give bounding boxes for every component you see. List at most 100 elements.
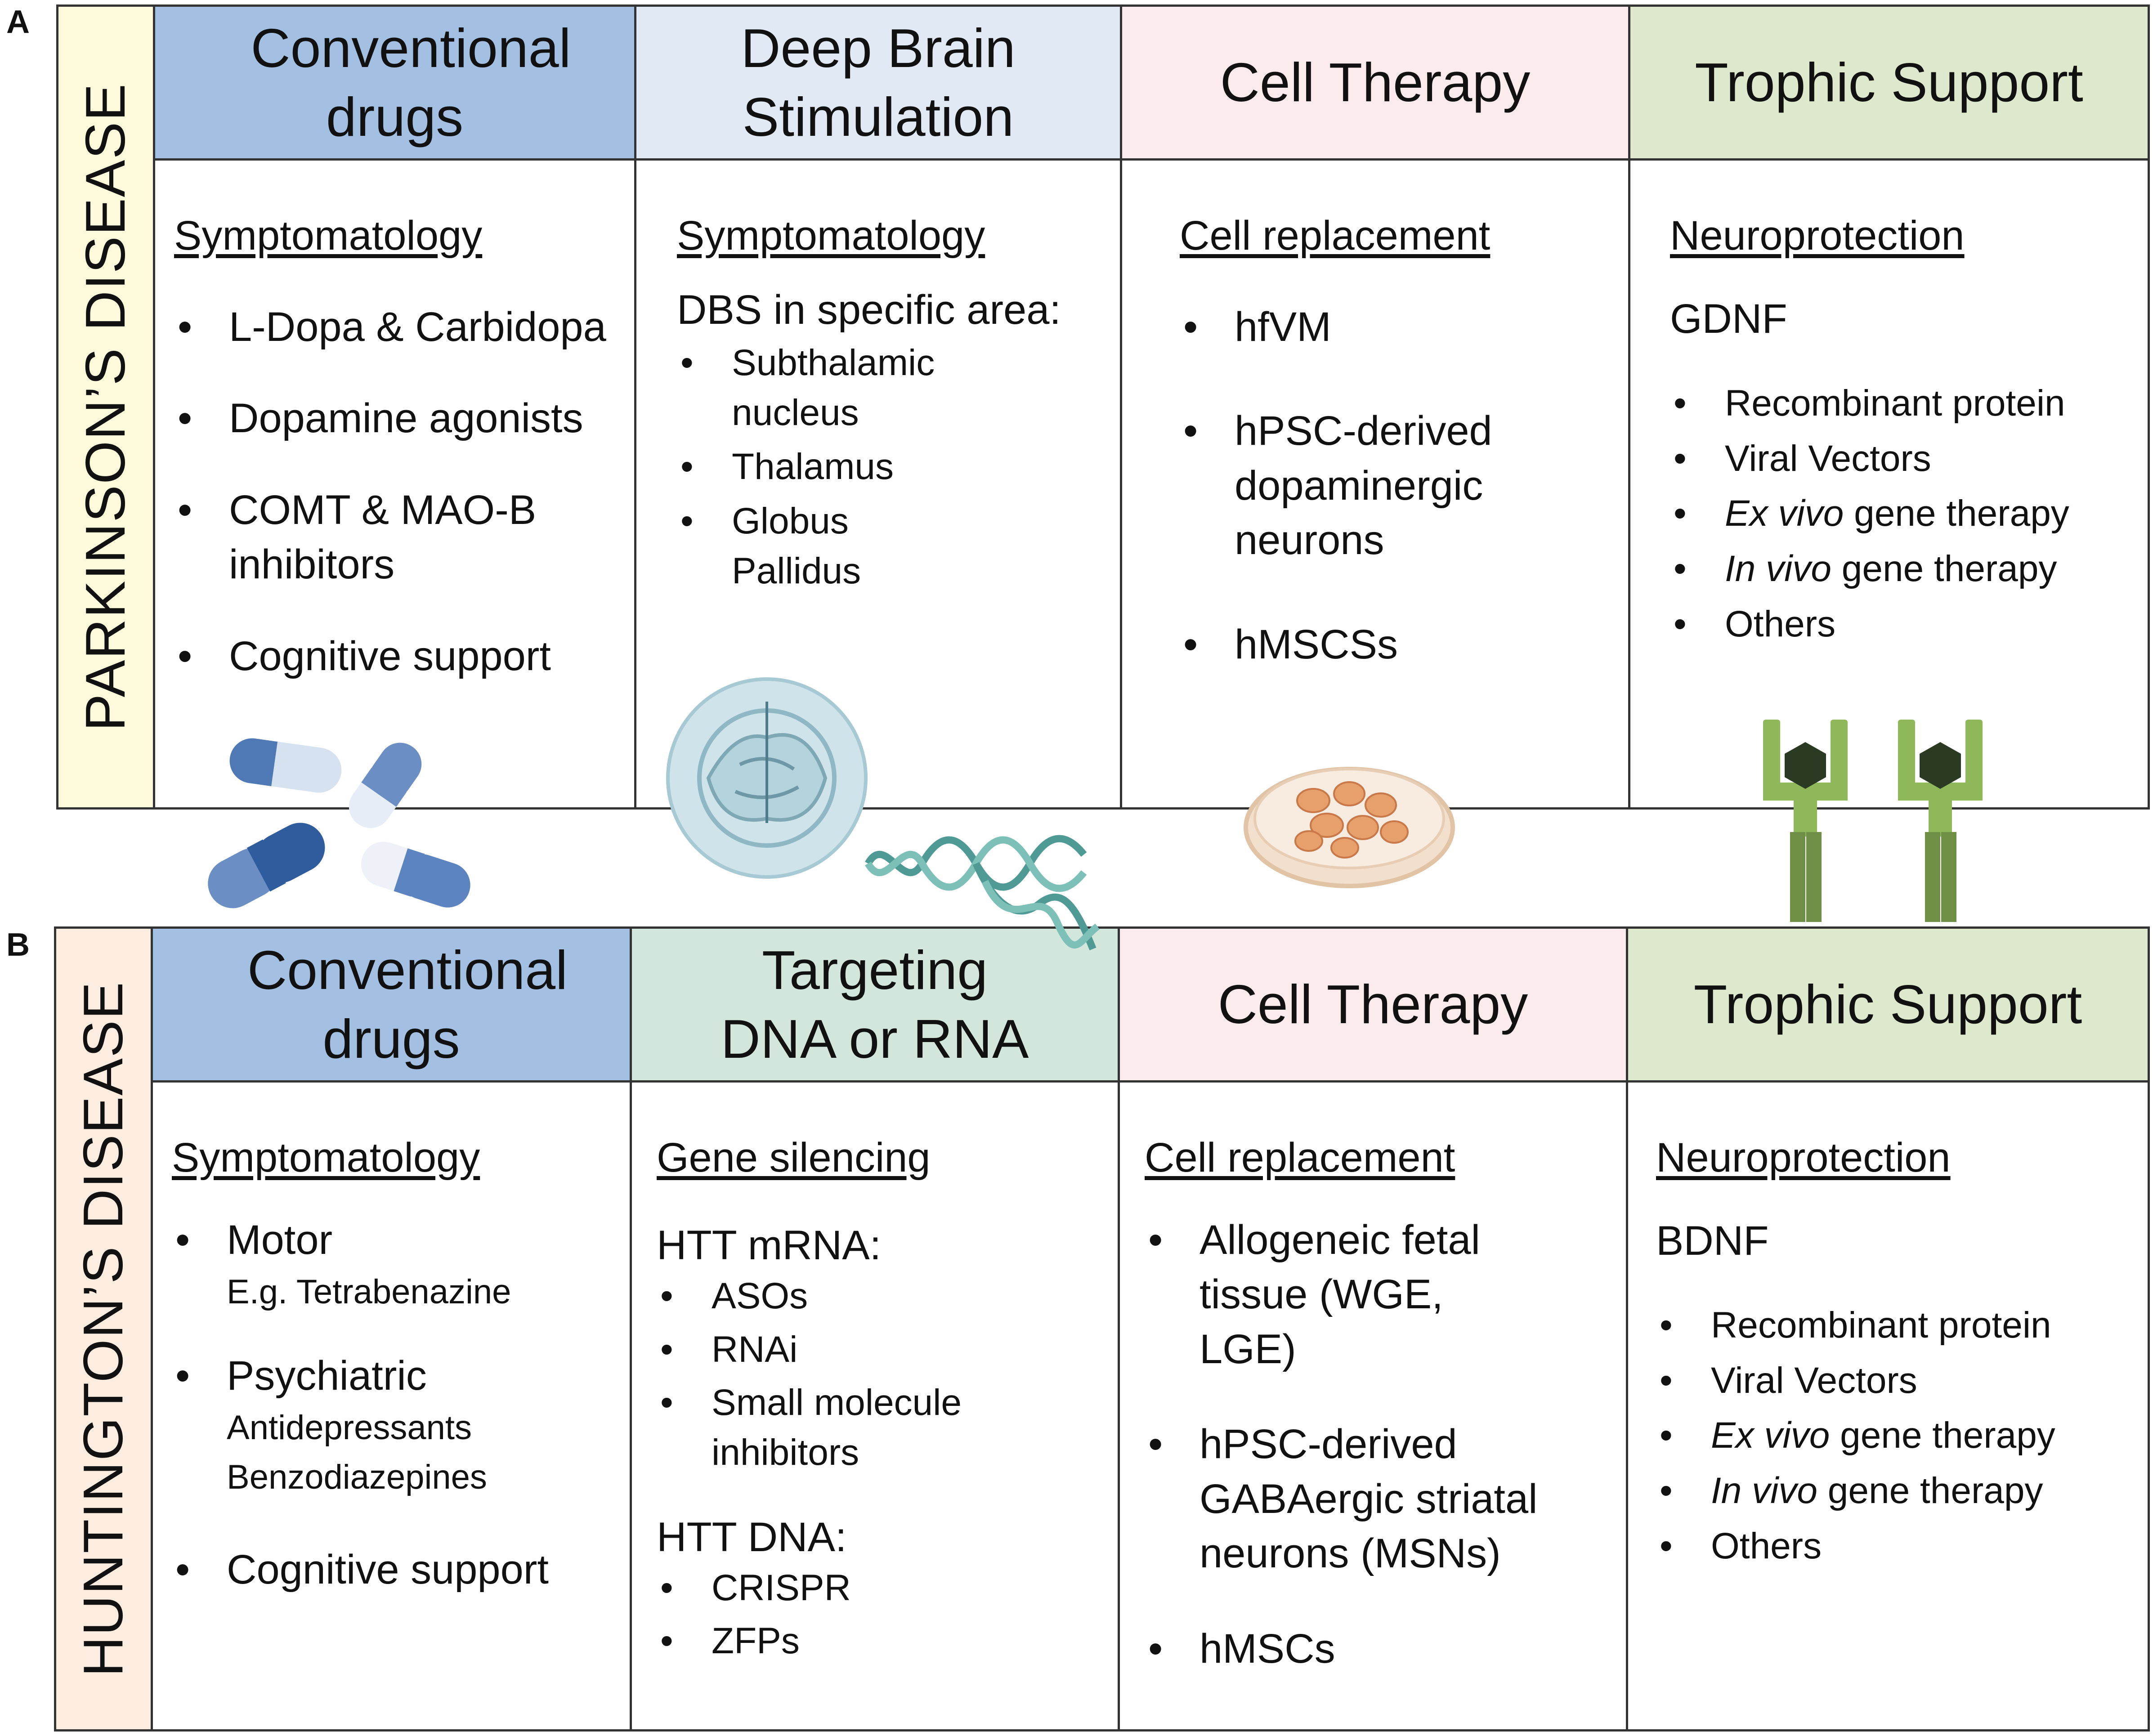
column-body: Symptomatology L-Dopa & Carbidopa Dopami… xyxy=(155,161,634,807)
hd-cell-therapy-header: Cell Therapy xyxy=(1120,929,1626,1083)
item-label: Psychiatric xyxy=(227,1352,427,1399)
list-item: hMSCs xyxy=(1145,1622,1549,1677)
list-item: ASOs xyxy=(657,1271,998,1321)
item-list: CRISPR ZFPs xyxy=(657,1563,1104,1666)
italic-item: Ex vivo gene therapy xyxy=(1725,493,2069,534)
lead-text: HTT mRNA: xyxy=(657,1222,882,1268)
hd-targeting-dna-rna-header: Targeting DNA or RNA xyxy=(632,929,1118,1083)
list-item: hPSC-derived dopaminergic neurons xyxy=(1180,404,1495,568)
hd-cell-therapy-column: Cell Therapy Cell replacement Allogeneic… xyxy=(1118,929,1626,1729)
item-list: L-Dopa & Carbidopa Dopamine agonists COM… xyxy=(174,300,621,684)
hd-trophic-support-header: Trophic Support xyxy=(1628,929,2148,1083)
list-item: Recombinant protein xyxy=(1670,379,2134,429)
list-item: COMT & MAO-B inhibitors xyxy=(174,483,621,592)
huntingtons-band: HUNTINGTON’S DISEASE xyxy=(54,926,153,1732)
subtitle: Cell replacement xyxy=(1145,1135,1455,1181)
column-body: Neuroprotection GDNF Recombinant protein… xyxy=(1630,161,2148,807)
item-list: Motor E.g. Tetrabenazine Psychiatric Ant… xyxy=(172,1213,616,1597)
column-body: Symptomatology Motor E.g. Tetrabenazine … xyxy=(153,1083,630,1729)
column-body: Cell replacement Allogeneic fetal tissue… xyxy=(1120,1083,1626,1729)
spacer xyxy=(657,1478,1104,1514)
list-item: hfVM xyxy=(1180,300,1495,355)
parkinsons-band: PARKINSON’S DISEASE xyxy=(56,4,155,810)
panel-a-label: A xyxy=(6,4,30,40)
item-list: ASOs RNAi Small molecule inhibitors xyxy=(657,1271,998,1478)
panel-a-table: Conventional drugs Symptomatology L-Dopa… xyxy=(153,4,2150,810)
subtitle: Symptomatology xyxy=(677,213,985,259)
list-item: Recombinant protein xyxy=(1656,1301,2134,1351)
item-label: Motor xyxy=(227,1217,333,1263)
item-list: Allogeneic fetal tissue (WGE, LGE) hPSC-… xyxy=(1145,1213,1549,1677)
italic-item: In vivo gene therapy xyxy=(1711,1470,2043,1512)
list-item: Viral Vectors xyxy=(1656,1356,2134,1406)
list-item: Ex vivo gene therapy xyxy=(1656,1411,2134,1461)
petri-dish-icon xyxy=(1244,767,1455,888)
item-label: Cognitive support xyxy=(227,1547,549,1593)
list-item: Allogeneic fetal tissue (WGE, LGE) xyxy=(1145,1213,1549,1377)
header-text: Cell Therapy xyxy=(1220,52,1531,113)
lead-text: GDNF xyxy=(1670,296,1787,342)
list-item: Dopamine agonists xyxy=(174,391,621,446)
pd-trophic-support-header: Trophic Support xyxy=(1630,7,2148,161)
panel-b-label: B xyxy=(6,927,30,963)
pd-cell-therapy-column: Cell Therapy Cell replacement hfVM hPSC-… xyxy=(1120,7,1628,807)
list-item: hMSCSs xyxy=(1180,617,1495,672)
item-list: Recombinant protein Viral Vectors Ex viv… xyxy=(1670,379,2134,649)
parkinsons-disease-label: PARKINSON’S DISEASE xyxy=(75,83,137,731)
pd-trophic-support-column: Trophic Support Neuroprotection GDNF Rec… xyxy=(1628,7,2148,807)
item-note: E.g. Tetrabenazine xyxy=(227,1273,511,1311)
header-text: Deep Brain Stimulation xyxy=(741,18,1016,148)
list-item: L-Dopa & Carbidopa xyxy=(174,300,621,355)
list-item: hPSC-derived GABAergic striatal neurons … xyxy=(1145,1417,1549,1581)
italic-item: Ex vivo gene therapy xyxy=(1711,1415,2055,1456)
huntingtons-disease-label: HUNTINGTON’S DISEASE xyxy=(72,981,134,1677)
column-body: Neuroprotection BDNF Recombinant protein… xyxy=(1628,1083,2148,1729)
header-text: Conventional drugs xyxy=(247,940,568,1069)
list-item: Ex vivo gene therapy xyxy=(1670,489,2134,539)
item-note: Benzodiazepines xyxy=(227,1458,487,1497)
lead-text: BDNF xyxy=(1656,1218,1769,1264)
list-item: Psychiatric Antidepressants Benzodiazepi… xyxy=(172,1349,616,1503)
header-text: Targeting DNA or RNA xyxy=(721,940,1029,1069)
list-item: Thalamus xyxy=(677,442,929,492)
list-item: Motor E.g. Tetrabenazine xyxy=(172,1213,616,1317)
header-text: Conventional drugs xyxy=(251,18,571,148)
header-text: Cell Therapy xyxy=(1217,974,1528,1035)
list-item: Others xyxy=(1670,600,2134,649)
item-list: Recombinant protein Viral Vectors Ex viv… xyxy=(1656,1301,2134,1571)
list-item: Cognitive support xyxy=(172,1543,616,1597)
hd-conventional-drugs-header: Conventional drugs xyxy=(153,929,630,1083)
pd-dbs-header: Deep Brain Stimulation xyxy=(636,7,1120,161)
header-text: Trophic Support xyxy=(1695,52,2083,113)
subtitle: Symptomatology xyxy=(174,213,483,259)
list-item: In vivo gene therapy xyxy=(1670,544,2134,594)
pd-dbs-column: Deep Brain Stimulation Symptomatology DB… xyxy=(634,7,1120,807)
subtitle: Symptomatology xyxy=(172,1135,480,1181)
list-item: RNAi xyxy=(657,1325,998,1375)
subtitle: Neuroprotection xyxy=(1670,213,1965,259)
hd-targeting-dna-rna-column: Targeting DNA or RNA Gene silencing HTT … xyxy=(630,929,1118,1729)
panel-b-table: Conventional drugs Symptomatology Motor … xyxy=(151,926,2150,1732)
column-body: Cell replacement hfVM hPSC-derived dopam… xyxy=(1122,161,1628,807)
item-note: Antidepressants xyxy=(227,1409,472,1447)
item-list: Subthalamic nucleus Thalamus Globus Pall… xyxy=(677,338,935,596)
list-item: Others xyxy=(1656,1521,2134,1571)
list-item: CRISPR xyxy=(657,1563,1104,1613)
list-item: Subthalamic nucleus xyxy=(677,338,935,438)
list-item: In vivo gene therapy xyxy=(1656,1466,2134,1516)
column-body: Symptomatology DBS in specific area: Sub… xyxy=(636,161,1120,807)
list-item: Viral Vectors xyxy=(1670,434,2134,484)
subtitle: Cell replacement xyxy=(1180,213,1491,259)
brain-globe-icon xyxy=(666,677,868,879)
list-item: Small molecule inhibitors xyxy=(657,1378,998,1477)
hd-trophic-support-column: Trophic Support Neuroprotection BDNF Rec… xyxy=(1626,929,2148,1729)
italic-item: In vivo gene therapy xyxy=(1725,548,2057,590)
pd-cell-therapy-header: Cell Therapy xyxy=(1122,7,1628,161)
antibody-icon xyxy=(1763,720,1983,922)
header-text: Trophic Support xyxy=(1693,974,2082,1035)
pill-capsules-icon xyxy=(208,738,470,908)
item-list: hfVM hPSC-derived dopaminergic neurons h… xyxy=(1180,300,1495,672)
pd-conventional-drugs-header: Conventional drugs xyxy=(155,7,634,161)
lead-text: DBS in specific area: xyxy=(677,287,1061,333)
column-body: Gene silencing HTT mRNA: ASOs RNAi Small… xyxy=(632,1083,1118,1729)
